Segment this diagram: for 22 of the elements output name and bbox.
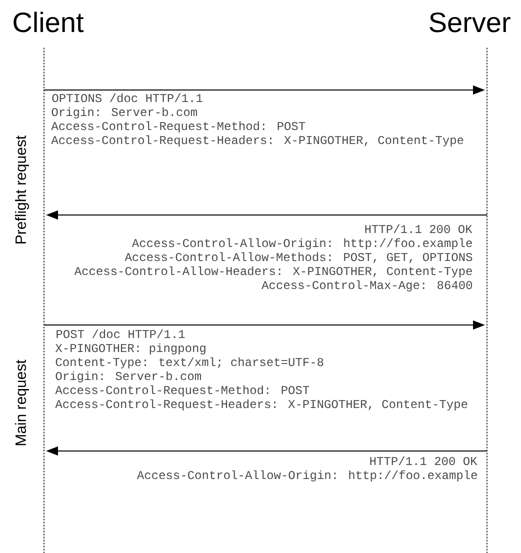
- header-text: Access-Control-Request-Method: POST: [55, 385, 310, 396]
- header-text: Origin: Server-b.com: [52, 107, 197, 118]
- header-text: Origin: Server-b.com: [56, 371, 201, 382]
- section-label: Main request: [15, 360, 29, 446]
- edge-label: POST /doc HTTP/1.1: [55, 328, 186, 339]
- header-text: Access-Control-Allow-Methods: POST, GET, OPTIONS: [124, 252, 472, 264]
- header-text: Access-Control-Allow-Origin: http://foo.example: [132, 238, 472, 250]
- header-text: Access-Control-Allow-Headers: X-PINGOTHER, Content-Type: [74, 266, 472, 278]
- lifeline-heading: Server: [430, 12, 510, 32]
- edge-label: OPTIONS /doc HTTP/1.1: [51, 92, 204, 103]
- lifeline: [486, 47, 488, 553]
- header-text: X-PINGOTHER: pingpong: [55, 343, 206, 354]
- section-label: Preflight request: [15, 136, 29, 244]
- header-text: Content-Type: text/xml; charset=UTF-8: [56, 357, 324, 368]
- header-text: Access-Control-Request-Headers: X-PINGOTHER, Content-Type: [55, 399, 468, 410]
- header-text: Access-Control-Request-Method: POST: [51, 121, 306, 132]
- header-text: Access-Control-Allow-Origin: http://foo.example: [136, 470, 477, 482]
- lifeline-heading: Client: [14, 12, 84, 32]
- edge-label: HTTP/1.1 200 OK: [364, 224, 473, 234]
- header-text: Access-Control-Request-Headers: X-PINGOTHER, Content-Type: [51, 135, 464, 146]
- header-text: Access-Control-Max-Age: 86400: [262, 280, 472, 292]
- edge-label: HTTP/1.1 200 OK: [368, 456, 478, 466]
